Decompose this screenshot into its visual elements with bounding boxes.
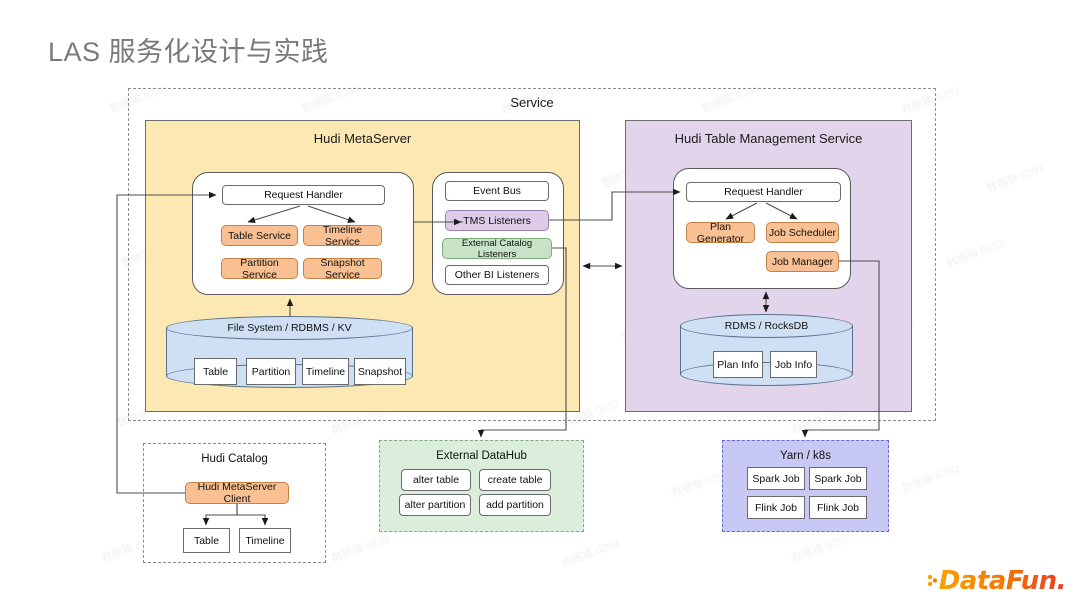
catalog-table-node[interactable]: Table	[183, 528, 230, 553]
logo-dots-svg	[927, 574, 937, 587]
tms-storage-cylinder: RDMS / RocksDB	[680, 314, 853, 386]
other-bi-listeners-node[interactable]: Other BI Listeners	[445, 265, 549, 285]
yarn-k8s-title: Yarn / k8s	[780, 450, 831, 462]
job-info-node[interactable]: Job Info	[770, 351, 817, 378]
catalog-timeline-node[interactable]: Timeline	[239, 528, 291, 553]
page-title: LAS 服务化设计与实践	[48, 37, 329, 67]
plan-info-node[interactable]: Plan Info	[713, 351, 763, 378]
create-table-node[interactable]: create table	[479, 469, 551, 491]
table-service-node[interactable]: Table Service	[221, 225, 298, 246]
storage-timeline-node[interactable]: Timeline	[302, 358, 349, 385]
metaserver-request-handler[interactable]: Request Handler	[222, 185, 385, 205]
job-scheduler-node[interactable]: Job Scheduler	[766, 222, 839, 243]
metaserver-storage-label: File System / RDBMS / KV	[227, 322, 352, 334]
cylinder-bottom	[680, 362, 853, 386]
spark-job-node[interactable]: Spark Job	[747, 467, 805, 490]
tms-request-handler[interactable]: Request Handler	[686, 182, 841, 202]
tms-storage-label: RDMS / RocksDB	[724, 320, 809, 332]
spark-job-node[interactable]: Spark Job	[809, 467, 867, 490]
logo-dots-icon	[927, 570, 937, 592]
flink-job-node[interactable]: Flink Job	[809, 496, 867, 519]
watermark: 数据猿 0293	[900, 462, 962, 495]
datafun-logo-text: DataFun.	[938, 566, 1067, 596]
timeline-service-node[interactable]: Timeline Service	[303, 224, 382, 248]
external-catalog-listeners-node[interactable]: External Catalog Listeners	[442, 238, 552, 260]
tms-listeners-node[interactable]: TMS Listeners	[445, 210, 549, 231]
snapshot-service-node[interactable]: Snapshot Service	[303, 257, 382, 281]
watermark: 数据猿 0293	[985, 162, 1047, 195]
hudi-metaserver-client-node[interactable]: Hudi MetaServer Client	[185, 481, 289, 505]
watermark: 数据猿 0293	[560, 537, 622, 570]
job-manager-node[interactable]: Job Manager	[766, 251, 839, 272]
add-partition-node[interactable]: add partition	[479, 494, 551, 516]
hudi-tms-title: Hudi Table Management Service	[674, 131, 863, 146]
service-label: Service	[510, 95, 554, 110]
plan-generator-node[interactable]: Plan Generator	[686, 221, 755, 245]
flink-job-node[interactable]: Flink Job	[747, 496, 805, 519]
watermark: 数据猿 0293	[945, 237, 1007, 270]
watermark: 数据猿 0293	[330, 532, 392, 565]
watermark: 数据猿 0293	[790, 532, 852, 565]
datafun-logo: DataFun.	[927, 566, 1067, 596]
storage-snapshot-node[interactable]: Snapshot	[354, 358, 406, 385]
hudi-catalog-title: Hudi Catalog	[201, 453, 268, 465]
event-bus-node[interactable]: Event Bus	[445, 181, 549, 201]
alter-partition-node[interactable]: alter partition	[399, 494, 471, 516]
hudi-metaserver-title: Hudi MetaServer	[313, 131, 412, 146]
storage-partition-node[interactable]: Partition	[246, 358, 296, 385]
alter-table-node[interactable]: alter table	[401, 469, 471, 491]
partition-service-node[interactable]: Partition Service	[221, 257, 298, 281]
external-datahub-title: External DataHub	[436, 450, 527, 462]
storage-table-node[interactable]: Table	[194, 358, 237, 385]
